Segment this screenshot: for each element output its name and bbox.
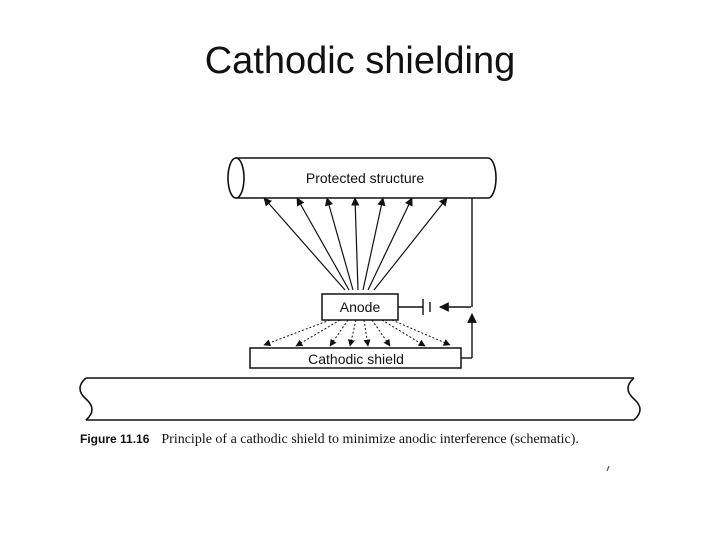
- current-flow-arrows: [263, 197, 448, 291]
- figure-caption: Figure 11.16 Principle of a cathodic shie…: [80, 432, 680, 448]
- caption-text: Principle of a cathodic shield to minimi…: [161, 432, 579, 447]
- protected-structure-pipe: Protected structure: [227, 157, 497, 199]
- shield-current-arrows: [263, 319, 451, 347]
- cathodic-shield: Cathodic shield: [249, 347, 462, 369]
- page-title: Cathodic shielding: [204, 40, 516, 82]
- stray-mark: [606, 465, 610, 472]
- figure-number: Figure 11.16: [80, 432, 150, 446]
- anode-label: Anode: [340, 299, 381, 315]
- foreign-pipe: [79, 377, 641, 421]
- anode: Anode: [321, 293, 399, 321]
- dc-power-source-circuit: [398, 198, 477, 359]
- protected-structure-label: Protected structure: [306, 170, 424, 186]
- cathodic-shield-label: Cathodic shield: [308, 351, 404, 367]
